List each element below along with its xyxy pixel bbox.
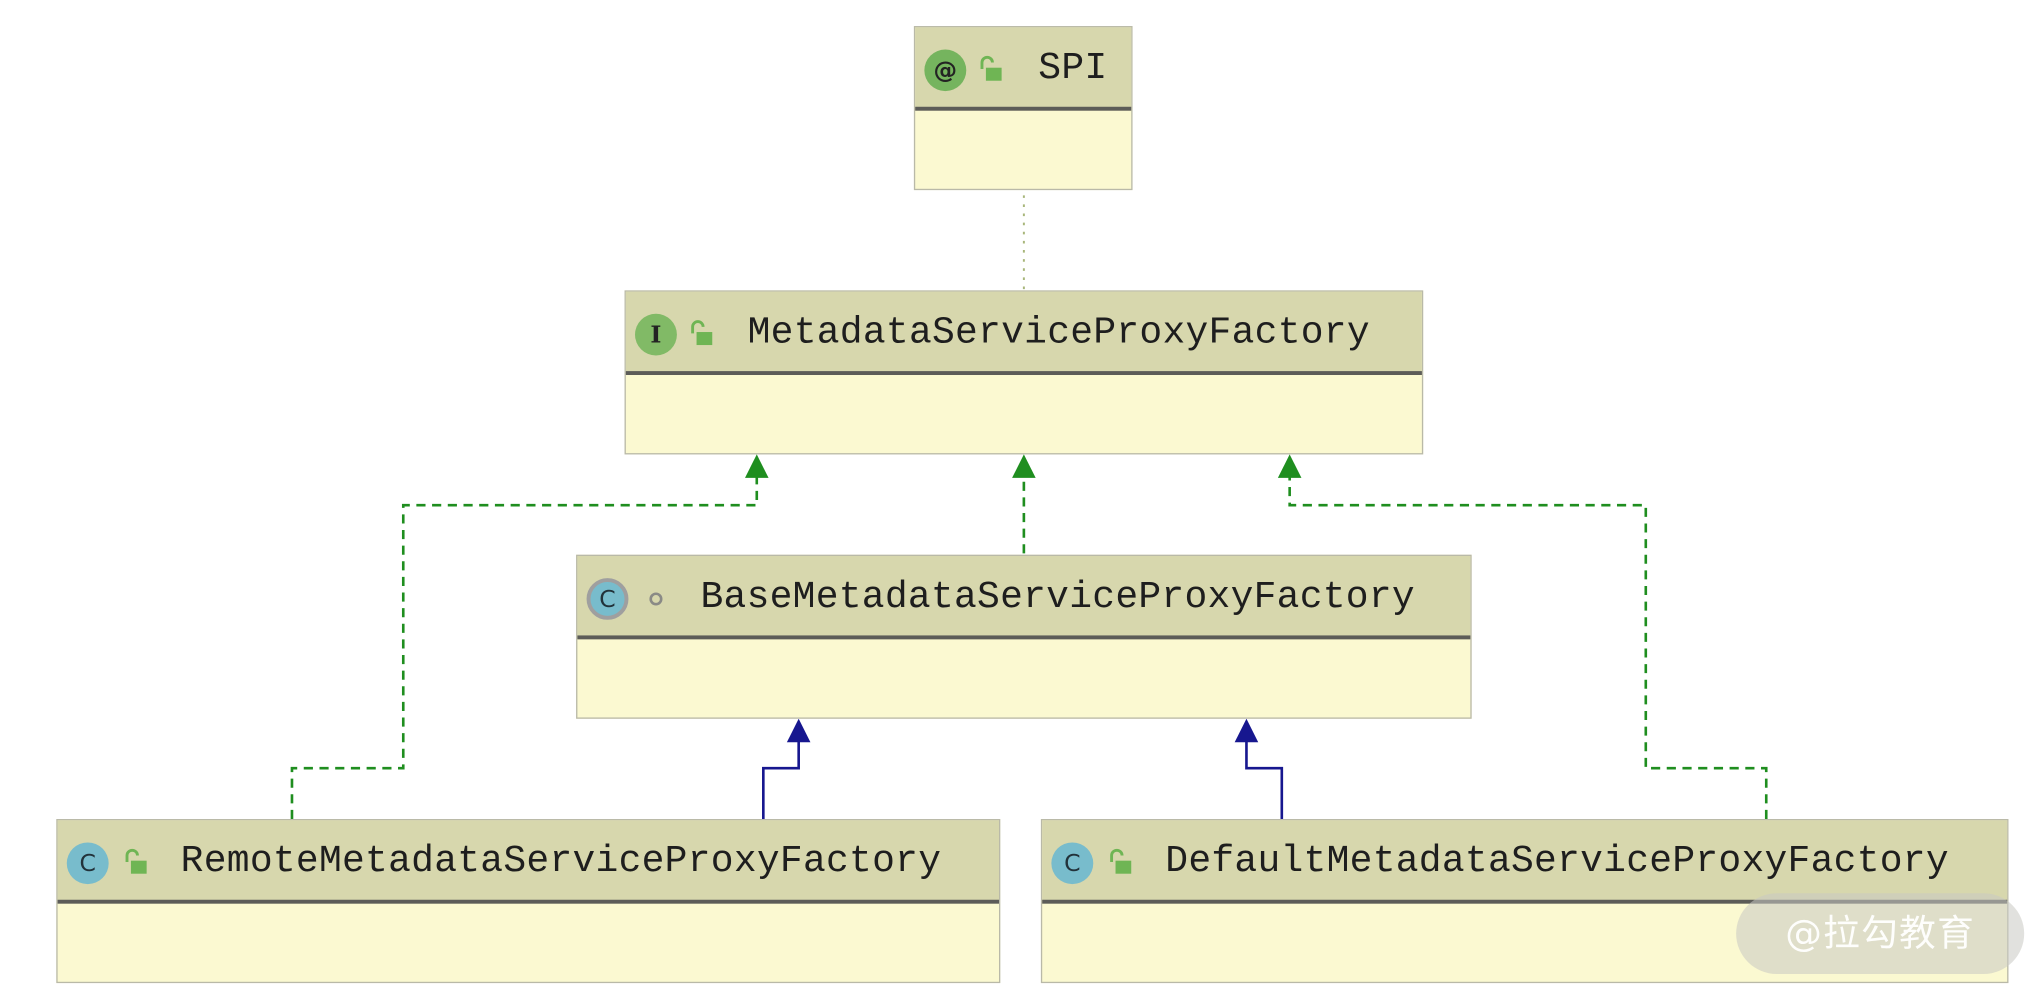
class-name: SPI [1038,46,1108,90]
class-name: RemoteMetadataServiceProxyFactory [180,839,942,883]
node-spi[interactable]: @ SPI [913,26,1133,191]
class-name: BaseMetadataServiceProxyFactory [700,575,1415,619]
package-private-icon [649,592,663,606]
edge-dmspf-implements-mspf [1288,476,1768,820]
arrowhead-bmspf-mspf [1012,454,1036,478]
arrowhead-dmspf-bmspf [1234,718,1259,743]
edge-dmspf-extends-bmspf [1245,740,1284,820]
arrowhead-rmspf-bmspf [786,718,811,743]
node-remote-metadata-service-proxy-factory[interactable]: C RemoteMetadataServiceProxyFactory [56,819,1001,984]
edge-rmspf-extends-bmspf [762,740,800,820]
unlocked-icon [1110,848,1132,874]
node-header: @ SPI [915,27,1132,111]
node-header: C BaseMetadataServiceProxyFactory [577,555,1471,640]
arrowhead-dmspf-mspf [1277,454,1302,478]
unlocked-icon [980,55,1002,81]
annotation-type-icon: @ [924,49,967,92]
watermark: @拉勾教育 [1736,893,2025,974]
abstract-class-icon: C [586,578,629,620]
class-name: MetadataServiceProxyFactory [747,311,1370,355]
unlocked-icon [691,320,713,346]
node-header: C RemoteMetadataServiceProxyFactory [57,820,999,904]
node-header: I MetadataServiceProxyFactory [625,291,1422,376]
class-icon: C [66,842,109,885]
node-base-metadata-service-proxy-factory[interactable]: C BaseMetadataServiceProxyFactory [576,554,1472,719]
class-name: DefaultMetadataServiceProxyFactory [1165,839,1949,883]
interface-icon: I [635,313,677,356]
class-icon: C [1051,842,1094,885]
node-metadata-service-proxy-factory[interactable]: I MetadataServiceProxyFactory [624,290,1424,455]
unlocked-icon [125,848,147,874]
node-header: C DefaultMetadataServiceProxyFactory [1042,820,2008,904]
arrowhead-rmspf-mspf [744,454,769,478]
